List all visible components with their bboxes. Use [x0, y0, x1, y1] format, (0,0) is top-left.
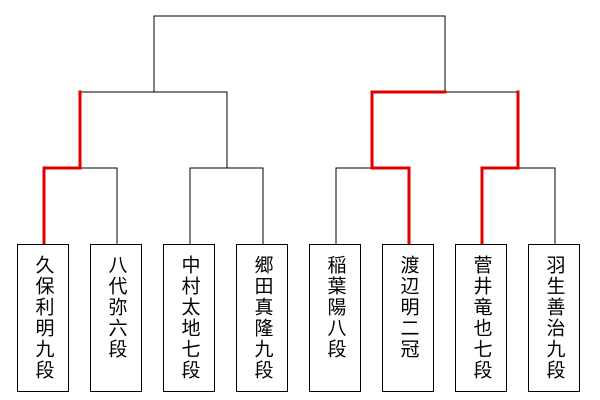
player-box-3: 中村太地七段	[163, 244, 215, 392]
winner-path-sugai-r1	[480, 166, 520, 246]
player-name-6: 渡辺明二冠	[397, 255, 420, 360]
bracket-line-r1-m1	[43, 167, 118, 244]
player-name-5: 稲葉陽八段	[324, 255, 347, 360]
player-name-8: 羽生善治九段	[543, 255, 566, 381]
player-name-2: 八代弥六段	[105, 255, 128, 360]
winner-paths	[42, 90, 520, 246]
player-box-1: 久保利明九段	[17, 244, 69, 392]
winner-path-watanabe-r1	[370, 166, 411, 246]
player-name-4: 郷田真隆九段	[251, 255, 274, 381]
player-name-7: 菅井竜也七段	[470, 255, 493, 381]
bracket-line-r2-m2	[371, 91, 519, 168]
bracket-lines	[43, 15, 556, 244]
player-name-3: 中村太地七段	[178, 255, 201, 381]
bracket-line-r1-m2	[189, 167, 264, 244]
player-box-6: 渡辺明二冠	[382, 244, 434, 392]
bracket-line-r1-m4	[481, 167, 556, 244]
player-box-5: 稲葉陽八段	[309, 244, 361, 392]
player-box-8: 羽生善治九段	[528, 244, 580, 392]
bracket-line-r1-m3	[335, 167, 410, 244]
player-name-1: 久保利明九段	[32, 255, 55, 381]
bracket-line-r2-m1	[79, 91, 228, 168]
player-box-4: 郷田真隆九段	[236, 244, 288, 392]
player-box-7: 菅井竜也七段	[455, 244, 507, 392]
player-box-2: 八代弥六段	[90, 244, 142, 392]
winner-path-watanabe-r2	[370, 90, 447, 170]
bracket-line-final	[153, 15, 446, 92]
winner-path-kubo-r1	[42, 166, 82, 246]
